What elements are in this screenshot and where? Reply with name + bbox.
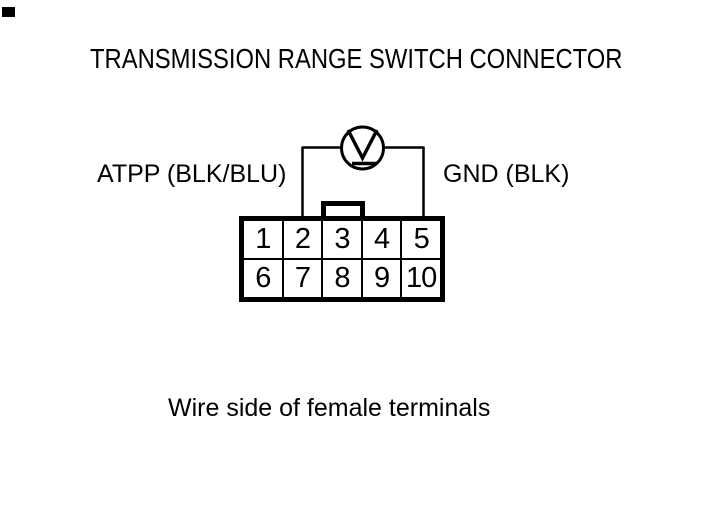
voltmeter-v-icon bbox=[346, 129, 379, 162]
gnd-wire-label: GND (BLK) bbox=[443, 160, 570, 188]
pin-cell-2: 2 bbox=[283, 221, 322, 258]
pin-cell-1: 1 bbox=[244, 221, 282, 258]
pin-cell-3: 3 bbox=[323, 221, 361, 258]
pin-cell-6: 6 bbox=[244, 260, 282, 297]
pin-grid: 1 2 3 4 5 6 7 8 9 10 bbox=[244, 221, 440, 297]
pin-cell-8: 8 bbox=[323, 260, 361, 297]
connector-key-tab bbox=[321, 201, 365, 216]
pin-cell-10: 10 bbox=[402, 260, 440, 297]
pin-cell-4: 4 bbox=[362, 221, 401, 258]
connector-body: 1 2 3 4 5 6 7 8 9 10 bbox=[239, 216, 445, 302]
diagram-title: TRANSMISSION RANGE SWITCH CONNECTOR bbox=[90, 43, 623, 74]
terminal-side-caption: Wire side of female terminals bbox=[168, 394, 491, 422]
pin-cell-5: 5 bbox=[402, 221, 440, 258]
pin-cell-7: 7 bbox=[283, 260, 322, 297]
pin-cell-9: 9 bbox=[362, 260, 401, 297]
atpp-wire-label: ATPP (BLK/BLU) bbox=[97, 160, 287, 188]
scan-artifact-mark bbox=[2, 7, 15, 17]
